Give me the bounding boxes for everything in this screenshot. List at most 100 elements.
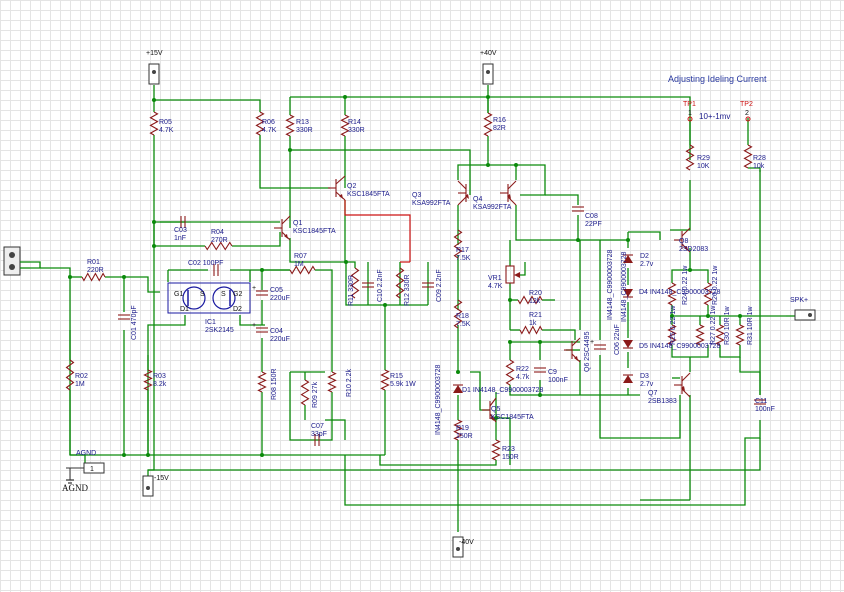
rail-p40-label: +40V <box>480 50 497 57</box>
label-D4: D4 IN4148_C9900003728 <box>639 289 720 296</box>
capacitor-C05: + <box>252 285 268 296</box>
ref-C05: C05 <box>270 287 283 294</box>
value-R17: 7.5K <box>456 255 471 262</box>
red-nets <box>344 200 411 263</box>
resistor-R12 <box>395 267 405 299</box>
transistor-Q5 <box>482 397 497 423</box>
label-R27: R27 0.22 1w <box>710 305 717 345</box>
value-R22: 4.7k <box>516 374 530 381</box>
agnd-symbol-label: AGND <box>62 483 88 493</box>
label-R26: R26 0.22 1w <box>712 265 719 305</box>
value-R06: 4.7K <box>262 127 277 134</box>
ref-R21: R21 <box>529 312 542 319</box>
resistor-R21 <box>519 325 543 335</box>
resistor-R28 <box>743 144 753 169</box>
ref-C08: C08 <box>585 213 598 220</box>
ic1-pin-s2: S <box>221 291 226 298</box>
ref-Q7: Q7 <box>648 390 657 397</box>
spk-connector: SPK+ <box>790 297 816 321</box>
input-connector <box>3 246 30 276</box>
label-R31: R31 10R 1w <box>747 306 754 345</box>
ref-D4: D4 IN4148_C9900003728 <box>639 289 720 296</box>
ref-R14: R14 <box>348 119 361 126</box>
ref-R02: R02 <box>75 373 88 380</box>
svg-text:+: + <box>252 285 256 292</box>
value-R01: 220R <box>87 267 104 274</box>
capacitor-C04: + <box>252 322 268 333</box>
rail-m40: -40V <box>452 536 474 558</box>
value-R05: 4.7K <box>159 127 174 134</box>
capacitor-C09 <box>422 282 434 288</box>
value-R15: 5.9k 1W <box>390 381 416 388</box>
resistor-R14 <box>340 114 350 137</box>
tp1: TP1 1 <box>683 101 696 122</box>
ref-C02: C02 100PF <box>188 260 223 267</box>
ref-C03: C03 <box>174 227 187 234</box>
ref-R05: R05 <box>159 119 172 126</box>
label-Q6: Q6 2SC4495 <box>584 331 591 372</box>
ref-Q1: Q1 <box>293 220 302 227</box>
ref-R19: R19 <box>456 425 469 432</box>
transistor-Q3 <box>457 180 469 206</box>
value-C03: 1nF <box>174 235 186 242</box>
ref-R01: R01 <box>87 259 100 266</box>
ref-Q5: Q5 <box>491 406 500 413</box>
ref-C07: C07 <box>311 423 324 430</box>
capacitor-C9 <box>534 367 546 373</box>
transistor-Q4 <box>500 180 517 206</box>
ref-R17: R17 <box>456 247 469 254</box>
resistor-R29 <box>685 144 695 171</box>
value-R14: 330R <box>348 127 365 134</box>
label-D5: D5 IN4148_C9900003728 <box>639 343 720 350</box>
svg-text:1: 1 <box>90 466 94 473</box>
value-R16: 82R <box>493 125 506 132</box>
resistor-R06 <box>255 111 265 136</box>
ref-R23: R23 <box>502 446 515 453</box>
capacitor-C01 <box>118 314 130 320</box>
value-Q4: KSA992FTA <box>473 204 512 211</box>
ref-Q2: Q2 <box>347 183 356 190</box>
rail-m15-label: -15V <box>154 475 169 482</box>
transistor-Q2 <box>328 175 346 201</box>
value-R13: 330R <box>296 127 313 134</box>
value-Q8: 2SD2083 <box>679 246 708 253</box>
tp1-pin: 1 <box>688 110 692 117</box>
ic1-pin-g2: G2 <box>233 291 242 298</box>
value-Q1: KSC1845FTA <box>293 228 336 235</box>
tp2-pin: 2 <box>745 110 749 117</box>
tp2-label: TP2 <box>740 101 753 108</box>
value-C9: 100nF <box>548 377 568 384</box>
label-R10: R10 2.2k <box>346 368 353 397</box>
ref-C11: C11 <box>755 398 767 405</box>
resistor-R02 <box>65 359 75 391</box>
resistor-R11 <box>350 267 360 299</box>
resistor-R10 <box>327 371 337 393</box>
ref-Q8: Q8 <box>679 238 688 245</box>
ref-R10: R10 2.2k <box>346 368 353 397</box>
ref-R29: R29 <box>697 155 710 162</box>
potentiometer-VR1 <box>505 265 520 284</box>
value-R20: 12k <box>529 298 541 305</box>
ref-R16: R16 <box>493 117 506 124</box>
resistor-R03 <box>143 369 153 391</box>
ref-R25: R25 0.22 1w <box>670 305 677 345</box>
